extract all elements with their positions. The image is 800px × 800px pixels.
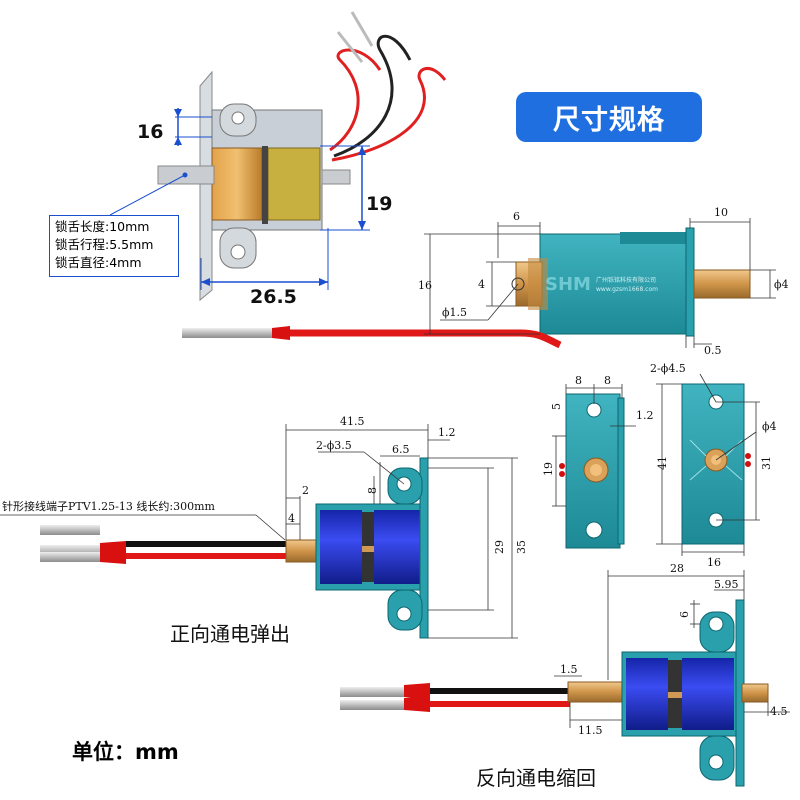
side-dim-19: 19 <box>542 462 555 476</box>
fwd-dim-1-2: 1.2 <box>438 426 456 439</box>
top-dim-05: 0.5 <box>704 344 722 357</box>
top-dim-10: 10 <box>714 206 728 219</box>
caption-forward: 正向通电弹出 <box>170 622 290 646</box>
back-dim-phi4: ϕ4 <box>762 420 777 433</box>
photo-dim-height: 16 <box>137 121 163 143</box>
top-dim-phi15: ϕ1.5 <box>442 306 467 319</box>
fwd-dim-phi35: 2-ϕ3.5 <box>316 439 352 452</box>
fwd-dim-41-5: 41.5 <box>340 415 365 428</box>
fwd-dim-35: 35 <box>515 540 528 554</box>
spec-box: 锁舌长度:10mm 锁舌行程:5.5mm 锁舌直径:4mm <box>49 215 179 277</box>
top-dim-16: 16 <box>418 279 432 292</box>
fwd-dim-8: 8 <box>366 487 379 494</box>
reverse-view <box>340 570 790 787</box>
caption-reverse: 反向通电缩回 <box>476 766 596 790</box>
fwd-dim-29: 29 <box>493 540 506 554</box>
top-dim-6: 6 <box>513 210 520 223</box>
back-dim-16: 16 <box>707 556 721 569</box>
spec-tongue-diameter: 锁舌直径:4mm <box>55 255 142 270</box>
spec-badge: 尺寸规格 <box>516 92 702 142</box>
back-dim-phi45: 2-ϕ4.5 <box>650 362 686 375</box>
solenoid-photo <box>109 11 447 302</box>
fwd-dim-4: 4 <box>288 512 295 525</box>
back-view <box>656 373 760 556</box>
side-dim-8b: 8 <box>604 374 611 387</box>
brand-company: 广州铄铭科技有限公司 <box>596 276 656 284</box>
rev-dim-4-5: 4.5 <box>770 705 788 718</box>
small-side-view <box>552 384 636 549</box>
spec-tongue-travel: 锁舌行程:5.5mm <box>55 237 154 252</box>
spec-tongue-length: 锁舌长度:10mm <box>55 219 150 234</box>
rev-dim-5-95: 5.95 <box>714 578 739 591</box>
unit-label: 单位：mm <box>72 740 179 764</box>
top-dim-4: 4 <box>478 278 485 291</box>
rev-dim-6: 6 <box>678 611 691 618</box>
forward-view <box>0 424 518 639</box>
top-side-view <box>182 218 776 349</box>
rev-dim-28: 28 <box>670 562 684 575</box>
side-dim-5: 5 <box>550 403 563 410</box>
brand-url: www.gzsm1668.com <box>596 286 658 293</box>
brand-logo: SHM <box>545 274 591 295</box>
back-dim-41: 41 <box>656 456 669 470</box>
rev-dim-1-5: 1.5 <box>560 663 578 676</box>
side-dim-1-2: 1.2 <box>636 409 654 422</box>
photo-dim-coil: 19 <box>366 193 392 215</box>
rev-dim-11-5: 11.5 <box>578 724 603 737</box>
fwd-dim-6-5: 6.5 <box>392 443 410 456</box>
photo-dim-length: 26.5 <box>250 286 297 308</box>
side-dim-8a: 8 <box>575 374 582 387</box>
fwd-dim-2: 2 <box>302 484 309 497</box>
wire-note: 针形接线端子PTV1.25-13 线长约:300mm <box>2 499 216 513</box>
top-dim-phi4: ϕ4 <box>774 278 789 291</box>
back-dim-31: 31 <box>760 456 773 470</box>
